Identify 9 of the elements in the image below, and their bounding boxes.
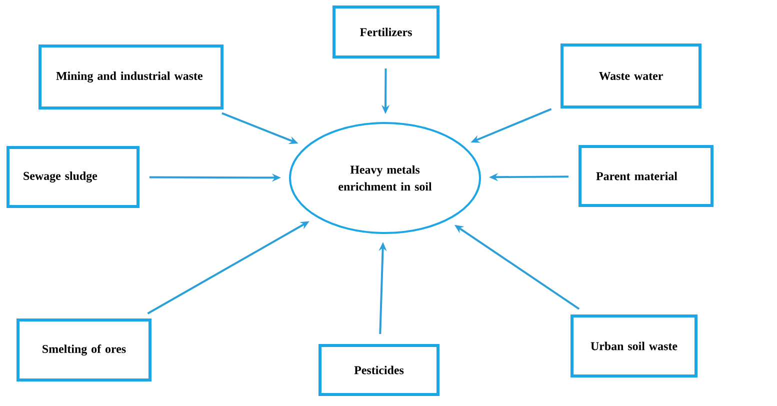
source-box: Parent material	[578, 145, 714, 207]
source-box: Pesticides	[318, 344, 440, 396]
source-box: Waste water	[560, 44, 702, 108]
ellipse-node: Heavy metals enrichment in soil	[289, 122, 481, 234]
source-box: Urban soil waste	[570, 314, 698, 378]
source-box: Smelting of ores	[16, 318, 152, 382]
source-box: Sewage sludge	[6, 146, 140, 208]
source-box: Mining and industrial waste	[38, 44, 224, 110]
source-box: Fertilizers	[332, 6, 440, 58]
